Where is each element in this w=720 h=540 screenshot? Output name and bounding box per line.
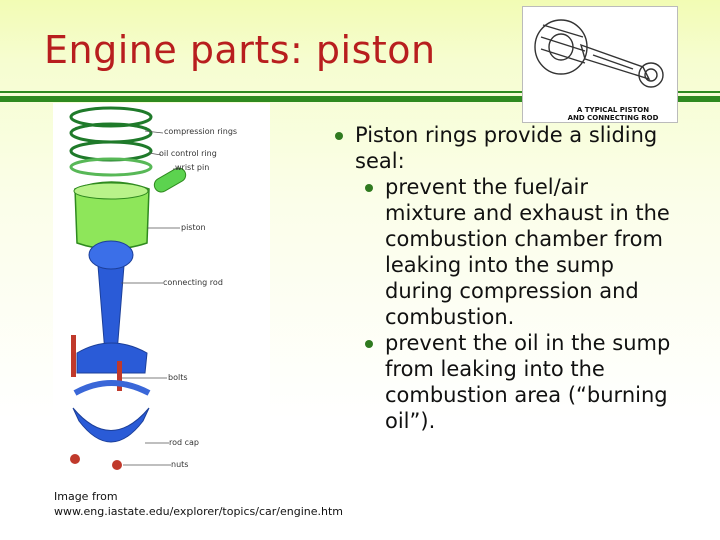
sub-bullet-item: prevent the fuel/air mixture and exhaust… bbox=[333, 174, 673, 330]
piston-rod-thumbnail: A TYPICAL PISTON AND CONNECTING ROD bbox=[522, 6, 678, 123]
bullet-dot-icon bbox=[335, 132, 343, 140]
bullet-item: Piston rings provide a sliding seal: bbox=[333, 122, 673, 174]
thumbnail-caption-line2: AND CONNECTING ROD bbox=[553, 114, 673, 122]
image-credit: Image from www.eng.iastate.edu/explorer/… bbox=[54, 489, 343, 519]
nut-left bbox=[70, 454, 80, 464]
bullet-dot-icon bbox=[365, 340, 373, 348]
oil-control-ring bbox=[71, 142, 151, 160]
label-compression-rings: compression rings bbox=[164, 127, 237, 136]
image-credit-url: www.eng.iastate.edu/explorer/topics/car/… bbox=[54, 504, 343, 519]
piston-rod-drawing bbox=[523, 7, 677, 107]
label-oil-control-ring: oil control ring bbox=[159, 149, 217, 158]
label-rod-cap: rod cap bbox=[169, 438, 199, 447]
image-credit-line1: Image from bbox=[54, 489, 343, 504]
slide-title: Engine parts: piston bbox=[44, 28, 436, 72]
thumbnail-caption-line1: A TYPICAL PISTON bbox=[553, 106, 673, 114]
bullet-text: Piston rings provide a sliding seal: bbox=[355, 123, 657, 173]
sub-bullet-item: prevent the oil in the sump from leaking… bbox=[333, 330, 673, 434]
label-piston: piston bbox=[181, 223, 206, 232]
piston-exploded-diagram: compression rings oil control ring wrist… bbox=[53, 103, 270, 473]
bolt-left bbox=[71, 335, 76, 377]
bullet-dot-icon bbox=[365, 184, 373, 192]
rod-cap bbox=[73, 408, 149, 442]
label-nuts: nuts bbox=[171, 460, 188, 469]
thumbnail-caption: A TYPICAL PISTON AND CONNECTING ROD bbox=[553, 106, 673, 122]
sub-bullet-text: prevent the oil in the sump from leaking… bbox=[385, 331, 670, 433]
label-wrist-pin: wrist pin bbox=[175, 163, 209, 172]
piston-diagram-art bbox=[53, 103, 270, 473]
label-connecting-rod: connecting rod bbox=[163, 278, 223, 287]
nut-right bbox=[112, 460, 122, 470]
label-bolts: bolts bbox=[168, 373, 188, 382]
sub-bullet-text: prevent the fuel/air mixture and exhaust… bbox=[385, 175, 670, 329]
bullet-list: Piston rings provide a sliding seal: pre… bbox=[333, 122, 673, 434]
